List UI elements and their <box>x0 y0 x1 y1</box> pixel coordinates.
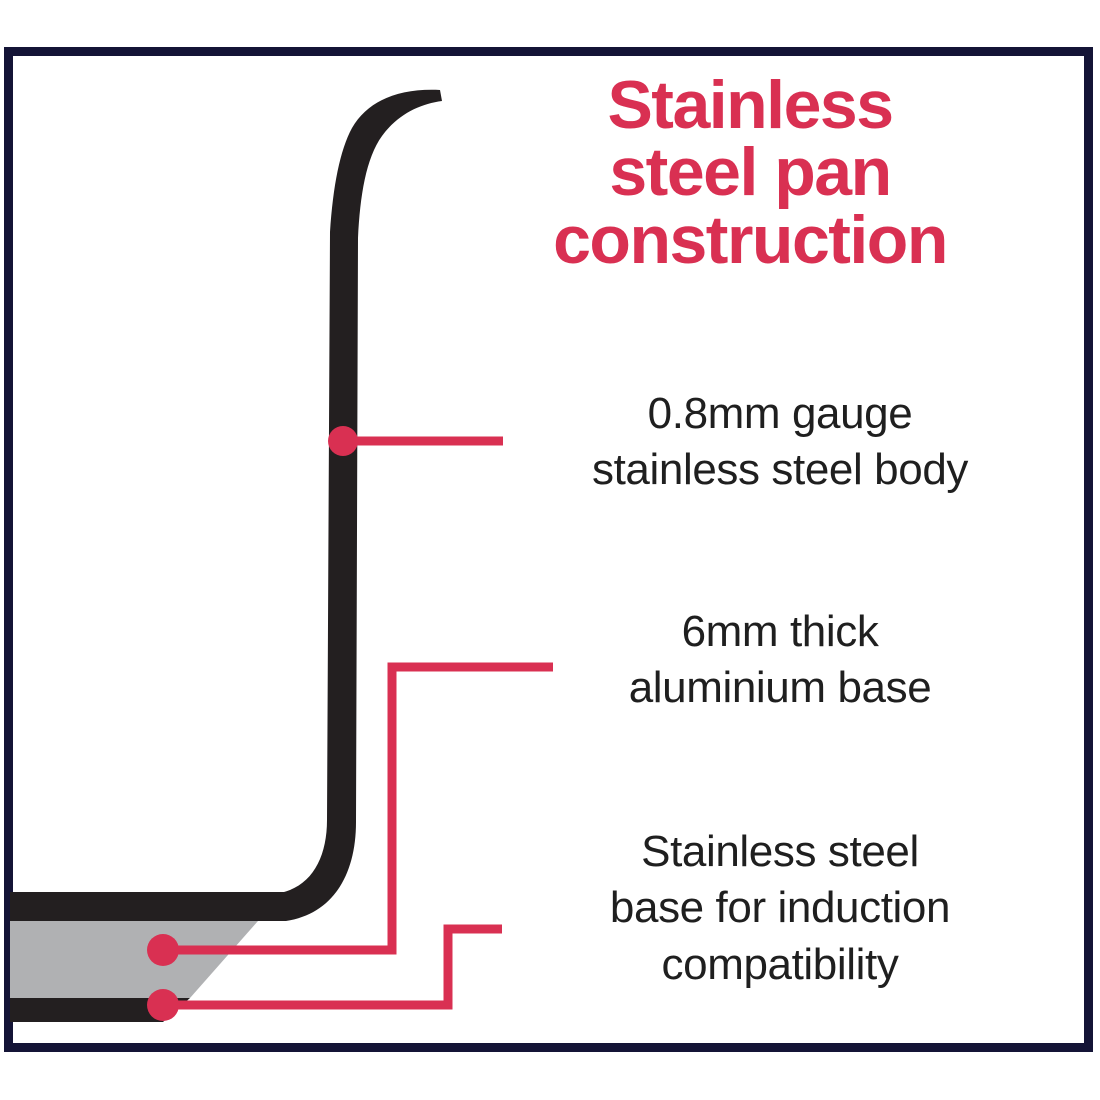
page-title: Stainless steel pan construction <box>470 67 1030 278</box>
callout-label-induction: Stainless steel base for induction compa… <box>520 824 1040 993</box>
callout-aluminium-line-1: 6mm thick <box>681 607 879 656</box>
page-title-line-1: Stainless <box>607 67 894 143</box>
callout-induction-line-1: Stainless steel <box>641 827 919 876</box>
callout-body-line-1: 0.8mm gauge <box>647 389 913 438</box>
callout-label-aluminium: 6mm thick aluminium base <box>540 604 1020 717</box>
callout-label-body: 0.8mm gauge stainless steel body <box>520 386 1040 499</box>
callout-body-line-2: stainless steel body <box>592 445 968 495</box>
callout-induction-line-2: base for induction <box>609 883 951 933</box>
callout-induction-line-3: compatibility <box>661 939 899 989</box>
callout-aluminium-line-2: aluminium base <box>628 663 932 713</box>
page-title-line-2: steel pan <box>609 134 892 211</box>
page-title-line-3: construction <box>553 201 948 278</box>
